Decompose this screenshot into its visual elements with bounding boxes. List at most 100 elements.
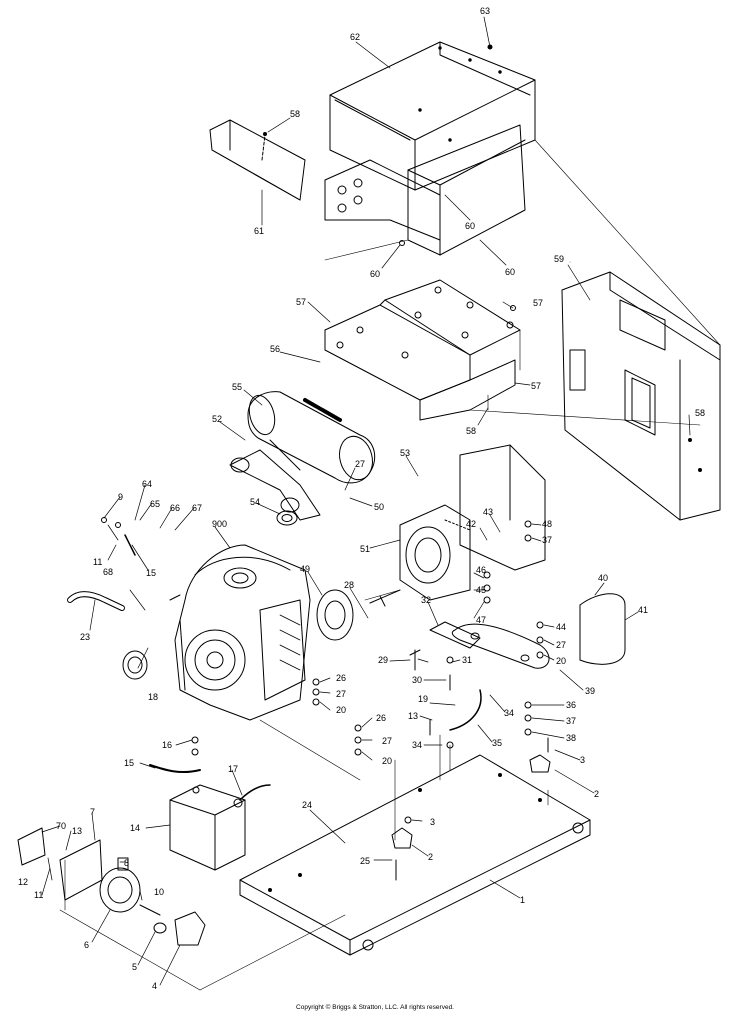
engine-mount-brackets bbox=[429, 621, 550, 669]
decal-and-bracket bbox=[17, 827, 103, 901]
top-cap bbox=[209, 119, 306, 201]
callout-66: 66 bbox=[170, 503, 180, 513]
enclosure-end-panel bbox=[561, 271, 721, 521]
callout-51: 51 bbox=[360, 544, 370, 554]
callout-6: 6 bbox=[84, 940, 89, 950]
callout-3: 3 bbox=[580, 755, 585, 765]
callout-19: 19 bbox=[418, 694, 428, 704]
callout-50: 50 bbox=[374, 502, 384, 512]
cables bbox=[124, 534, 482, 801]
callout-900: 900 bbox=[212, 519, 227, 529]
callout-3: 3 bbox=[430, 817, 435, 827]
callout-15: 15 bbox=[146, 568, 156, 578]
fan-housing bbox=[579, 593, 626, 665]
callout-55: 55 bbox=[232, 382, 242, 392]
callout-68: 68 bbox=[103, 567, 113, 577]
battery bbox=[169, 784, 246, 871]
callout-39: 39 bbox=[585, 686, 595, 696]
callout-36: 36 bbox=[566, 700, 576, 710]
callout-25: 25 bbox=[360, 856, 370, 866]
callout-12: 12 bbox=[18, 877, 28, 887]
callout-27: 27 bbox=[355, 459, 365, 469]
callout-65: 65 bbox=[150, 499, 160, 509]
callout-11: 11 bbox=[34, 890, 43, 900]
callout-37: 37 bbox=[566, 716, 576, 726]
callout-60: 60 bbox=[505, 267, 515, 277]
intake-adapter bbox=[316, 589, 354, 641]
callout-9: 9 bbox=[118, 492, 123, 502]
callout-70: 70 bbox=[56, 821, 66, 831]
callout-58: 58 bbox=[290, 109, 300, 119]
callout-28: 28 bbox=[344, 580, 354, 590]
callout-32: 32 bbox=[421, 595, 431, 605]
callout-40: 40 bbox=[598, 573, 608, 583]
callout-47: 47 bbox=[476, 615, 486, 625]
callout-43: 43 bbox=[483, 507, 493, 517]
callout-56: 56 bbox=[270, 344, 280, 354]
callout-34: 34 bbox=[412, 740, 422, 750]
callout-30: 30 bbox=[412, 675, 422, 685]
callout-27: 27 bbox=[556, 640, 566, 650]
callout-60: 60 bbox=[370, 269, 380, 279]
roof-panel bbox=[329, 41, 536, 191]
callout-52: 52 bbox=[212, 414, 222, 424]
callout-13: 13 bbox=[72, 826, 82, 836]
callout-labels: 63 62 58 61 60 60 60 59 57 57 57 56 58 5… bbox=[18, 6, 705, 991]
callout-57: 57 bbox=[533, 298, 543, 308]
callout-16: 16 bbox=[162, 740, 172, 750]
muffler-shield bbox=[324, 279, 521, 421]
callout-53: 53 bbox=[400, 448, 410, 458]
callout-8: 8 bbox=[124, 858, 129, 868]
callout-60: 60 bbox=[465, 221, 475, 231]
callout-62: 62 bbox=[350, 32, 360, 42]
callout-14: 14 bbox=[130, 823, 140, 833]
callout-57: 57 bbox=[531, 381, 541, 391]
fasteners bbox=[101, 44, 549, 881]
callout-49: 49 bbox=[300, 564, 310, 574]
callout-46: 46 bbox=[476, 565, 486, 575]
callout-57: 57 bbox=[296, 297, 306, 307]
callout-20: 20 bbox=[336, 705, 346, 715]
callout-23: 23 bbox=[80, 632, 90, 642]
callout-42: 42 bbox=[466, 519, 476, 529]
callout-54: 54 bbox=[250, 497, 260, 507]
callout-63: 63 bbox=[480, 6, 490, 16]
callout-64: 64 bbox=[142, 479, 152, 489]
alignment-mark bbox=[369, 589, 401, 607]
callout-5: 5 bbox=[132, 962, 137, 972]
callout-48: 48 bbox=[542, 519, 552, 529]
callout-67: 67 bbox=[192, 503, 202, 513]
engine bbox=[169, 544, 311, 721]
intake-hose bbox=[67, 591, 148, 680]
exhaust-gasket bbox=[276, 510, 298, 526]
callout-7: 7 bbox=[90, 807, 95, 817]
callout-29: 29 bbox=[378, 655, 388, 665]
callout-45: 45 bbox=[476, 585, 486, 595]
callout-17: 17 bbox=[228, 764, 238, 774]
callout-13: 13 bbox=[408, 711, 418, 721]
callout-61: 61 bbox=[254, 226, 264, 236]
callout-44: 44 bbox=[556, 622, 566, 632]
callout-20: 20 bbox=[556, 656, 566, 666]
callout-2: 2 bbox=[594, 789, 599, 799]
roof-side-panels bbox=[324, 124, 526, 256]
assembly-guide-lines bbox=[59, 139, 721, 991]
base-frame bbox=[239, 754, 591, 956]
callout-26: 26 bbox=[336, 673, 346, 683]
generator-housing bbox=[399, 444, 546, 601]
callout-41: 41 bbox=[638, 605, 648, 615]
leader-lines bbox=[41, 16, 691, 986]
callout-20: 20 bbox=[382, 756, 392, 766]
callout-10: 10 bbox=[154, 887, 164, 897]
callout-27: 27 bbox=[382, 736, 392, 746]
callout-58: 58 bbox=[466, 426, 476, 436]
callout-26: 26 bbox=[376, 713, 386, 723]
callout-34: 34 bbox=[504, 708, 514, 718]
callout-37: 37 bbox=[542, 535, 552, 545]
copyright-notice: Copyright © Briggs & Stratton, LLC. All … bbox=[296, 1004, 454, 1011]
callout-35: 35 bbox=[492, 738, 502, 748]
muffler bbox=[229, 391, 376, 521]
callout-11: 11 bbox=[93, 557, 102, 567]
callout-2: 2 bbox=[428, 852, 433, 862]
